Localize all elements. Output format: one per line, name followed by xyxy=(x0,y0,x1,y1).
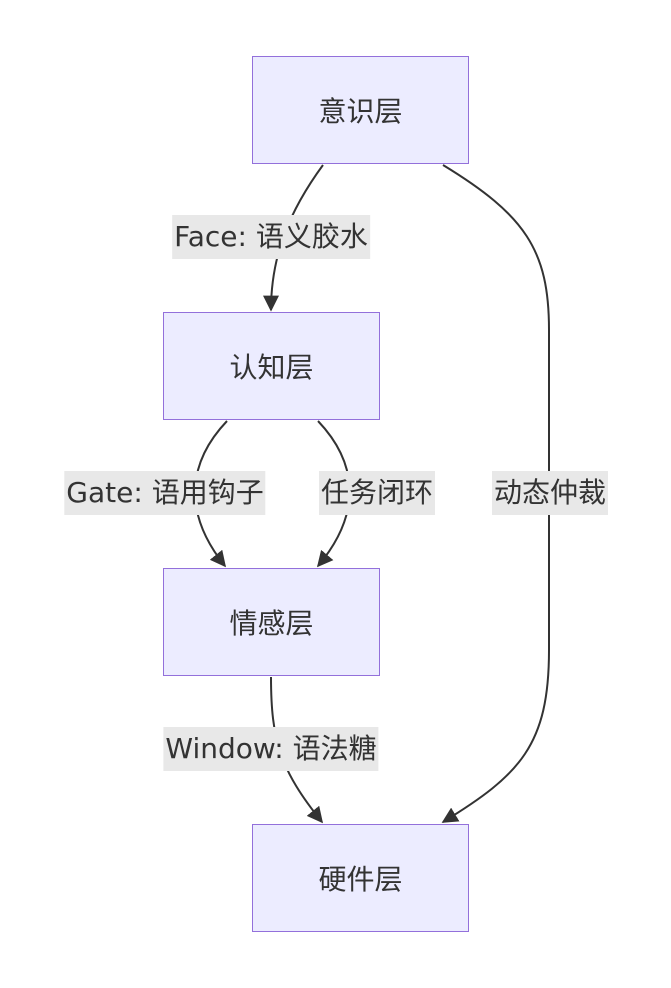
node-emotion-layer: 情感层 xyxy=(163,568,380,676)
edge-consciousness-hardware xyxy=(441,164,550,823)
node-consciousness-layer: 意识层 xyxy=(252,56,469,164)
edge-label-dynamic: 动态仲裁 xyxy=(491,471,609,515)
edge-label-window: Window: 语法糖 xyxy=(163,727,379,771)
edge-label-task-loop: 任务闭环 xyxy=(318,471,436,515)
edge-label-face: Face: 语义胶水 xyxy=(172,215,370,259)
node-cognition-layer: 认知层 xyxy=(163,312,380,420)
edge-label-gate: Gate: 语用钩子 xyxy=(64,471,266,515)
node-hardware-layer: 硬件层 xyxy=(252,824,469,932)
